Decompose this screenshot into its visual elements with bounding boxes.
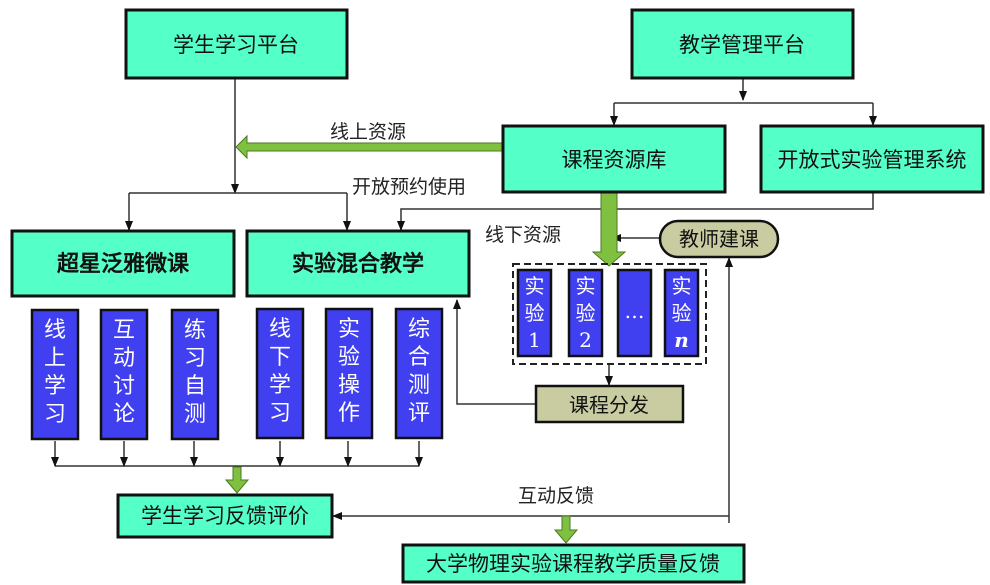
- experiment-1-char: 实: [576, 274, 596, 298]
- subitem-left-2-char: 练: [184, 318, 206, 343]
- experiment-0-char: 1: [528, 328, 541, 352]
- student-platform-label: 学生学习平台: [173, 33, 299, 57]
- to-student-feedback-arrow: [224, 466, 250, 494]
- experiment-1: 实验 2: [567, 268, 604, 358]
- course-library-box: 课程资源库: [501, 124, 727, 194]
- student-platform-box: 学生学习平台: [124, 8, 349, 80]
- to-quality-feedback-arrow: [553, 515, 579, 544]
- subitem-right-1-char: 操: [338, 373, 360, 398]
- subitem-left-0-char: 习: [44, 402, 66, 427]
- chaoxing-label: 超星泛雅微课: [57, 251, 190, 277]
- experiment-0-char: 验: [525, 301, 545, 325]
- subitem-left-1-char: 互: [113, 318, 135, 343]
- open-booking-label: 开放预约使用: [352, 176, 466, 198]
- subitem-right-0-char: 学: [269, 373, 291, 398]
- subitem-right-1-char: 验: [338, 345, 360, 370]
- online-resources-label: 线上资源: [330, 121, 406, 143]
- experiment-1-char: 2: [579, 328, 592, 352]
- open-lab-system-box: 开放式实验管理系统: [759, 124, 985, 194]
- subitem-left-0-char: 学: [44, 374, 66, 399]
- experiment-2-char: …: [625, 299, 645, 323]
- subitem-right-2-char: 综: [408, 317, 430, 342]
- teacher-build-label: 教师建课: [679, 227, 759, 251]
- course-library-label: 课程资源库: [562, 148, 667, 172]
- experiment-0: 实验 1: [516, 268, 553, 358]
- chaoxing-box: 超星泛雅微课: [10, 229, 236, 298]
- blended-teaching-label: 实验混合教学: [292, 251, 424, 277]
- subitem-down-arrows: [51, 441, 423, 467]
- subitem-left-0-char: 上: [44, 346, 66, 371]
- experiment-3-char: 实: [672, 274, 692, 298]
- student-feedback-label: 学生学习反馈评价: [141, 504, 309, 528]
- course-distribute-label: 课程分发: [569, 393, 649, 417]
- subitem-left-1-char: 动: [113, 346, 135, 371]
- connector-distribute-to-blended: [453, 299, 535, 405]
- subitem-right-0-char: 习: [269, 401, 291, 426]
- offline-resources-label: 线下资源: [485, 224, 561, 246]
- offline-resources-arrow: [591, 191, 627, 267]
- experiment-2: …: [616, 268, 653, 358]
- experiment-3: 实验n: [663, 268, 700, 358]
- subitem-left-1-char: 论: [113, 402, 135, 427]
- course-distribute-box: 课程分发: [534, 384, 685, 424]
- subitem-left-2-char: 习: [184, 346, 206, 371]
- interactive-feedback-label: 互动反馈: [518, 485, 594, 507]
- blended-teaching-box: 实验混合教学: [245, 229, 471, 298]
- experiment-1-char: 验: [576, 301, 596, 325]
- experiment-3-char: n: [674, 328, 689, 352]
- student-feedback-box: 学生学习反馈评价: [116, 493, 334, 539]
- subitem-right-0-char: 线: [269, 317, 291, 342]
- connector-labsystem-to-blended: [397, 193, 874, 231]
- subitem-right-1-char: 实: [338, 317, 360, 342]
- experiments-group: [512, 263, 707, 365]
- subitem-right-2-char: 合: [408, 345, 430, 370]
- teaching-platform-box: 教学管理平台: [630, 8, 855, 80]
- subitem-right-0-char: 下: [269, 345, 291, 370]
- experiment-3-char: 验: [672, 301, 692, 325]
- subitem-right-1-char: 作: [338, 401, 360, 426]
- experiment-0-char: 实: [525, 274, 545, 298]
- quality-feedback-box: 大学物理实验课程教学质量反馈: [401, 543, 746, 584]
- subitem-left-0-char: 线: [44, 318, 66, 343]
- online-resources-arrow: [235, 134, 504, 160]
- subitem-left-2-char: 测: [184, 402, 206, 427]
- subitem-left-2-char: 自: [184, 374, 206, 399]
- open-lab-system-label: 开放式实验管理系统: [778, 148, 967, 172]
- teacher-build-node: 教师建课: [658, 219, 780, 259]
- subitem-right-2-char: 测: [408, 373, 430, 398]
- quality-feedback-label: 大学物理实验课程教学质量反馈: [426, 552, 720, 576]
- subitem-right-2-char: 评: [408, 401, 430, 426]
- subitem-left-1-char: 讨: [113, 374, 135, 399]
- teaching-platform-label: 教学管理平台: [679, 33, 805, 57]
